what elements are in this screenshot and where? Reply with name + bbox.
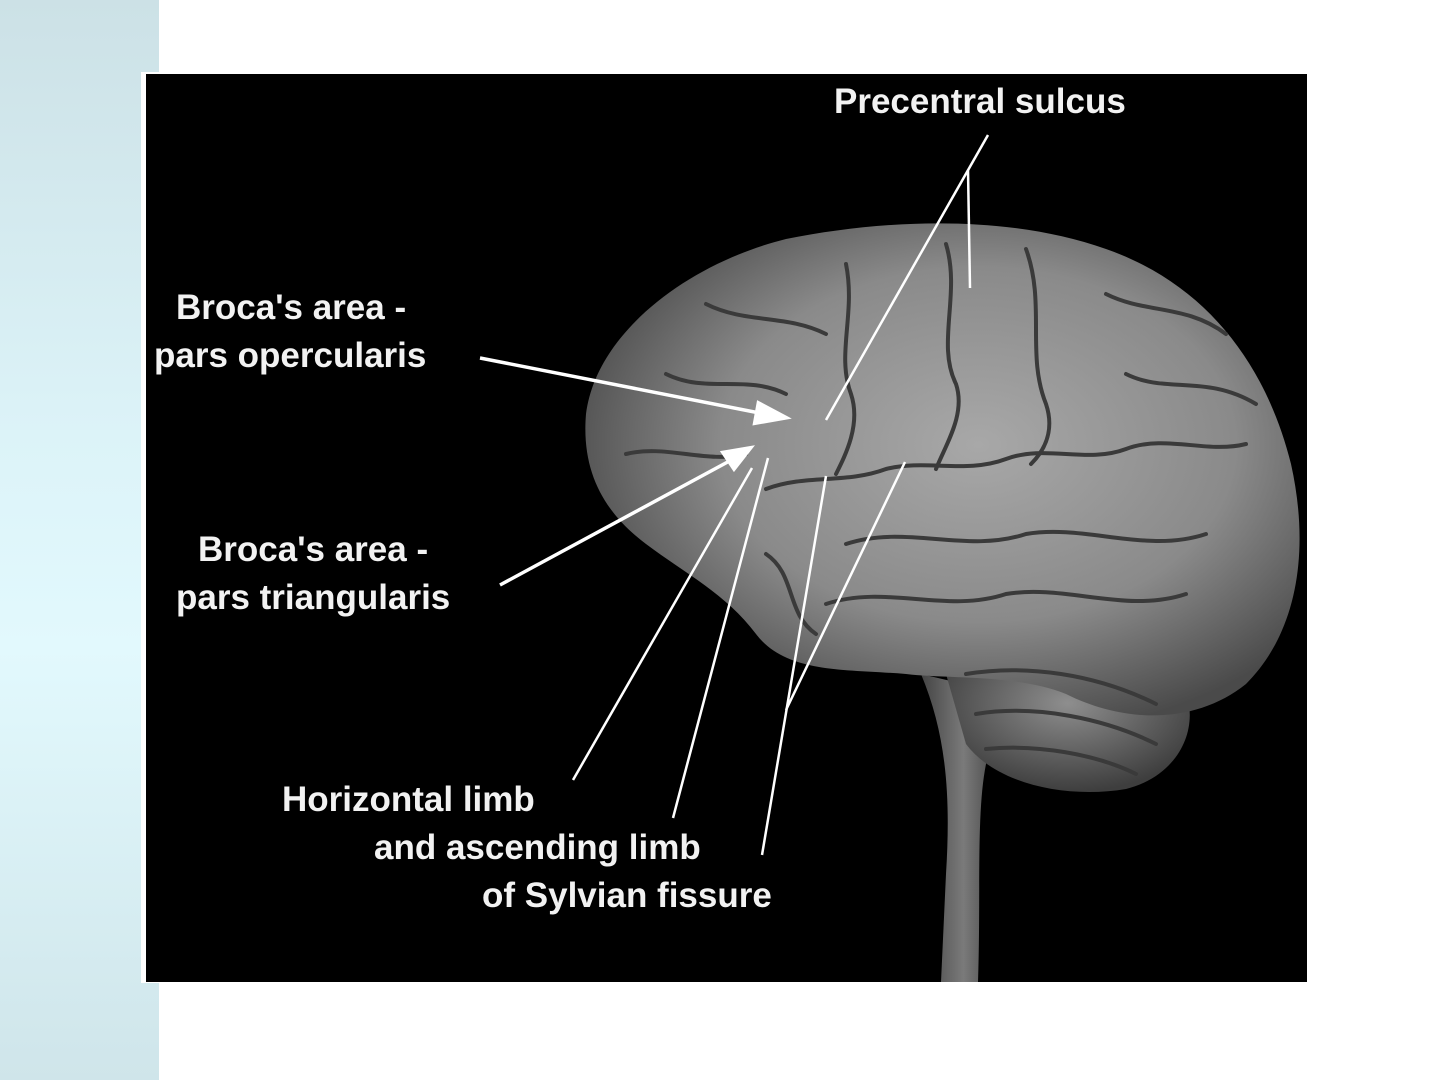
label-triangularis-line1: Broca's area - [198,530,429,569]
label-opercularis-line1: Broca's area - [176,288,407,327]
brain-illustration [479,134,1300,982]
arrow-sylvian-3 [760,475,828,856]
arrow-sylvian-4 [784,461,907,711]
arrow-opercularis [479,356,786,420]
label-precentral-sulcus: Precentral sulcus [834,82,1126,121]
arrow-sylvian-2 [671,457,770,819]
label-sylvian-line3: of Sylvian fissure [482,876,772,915]
label-sylvian-line2: and ascending limb [374,828,701,867]
label-sylvian-line1: Horizontal limb [282,780,535,819]
cerebrum [585,223,1300,716]
arrow-head-triangularis [719,445,755,473]
arrow-triangularis [499,449,749,587]
brain-image: Precentral sulcus Broca's area - pars op… [146,74,1307,982]
side-panel [0,0,159,1080]
arrow-sylvian-1 [571,467,754,781]
label-triangularis-line2: pars triangularis [176,578,451,617]
label-arrows [479,134,990,856]
arrow-precentral-2 [966,169,972,289]
label-opercularis-line2: pars opercularis [154,336,427,375]
arrow-precentral-1 [824,134,990,421]
arrow-head-opercularis [752,400,792,426]
